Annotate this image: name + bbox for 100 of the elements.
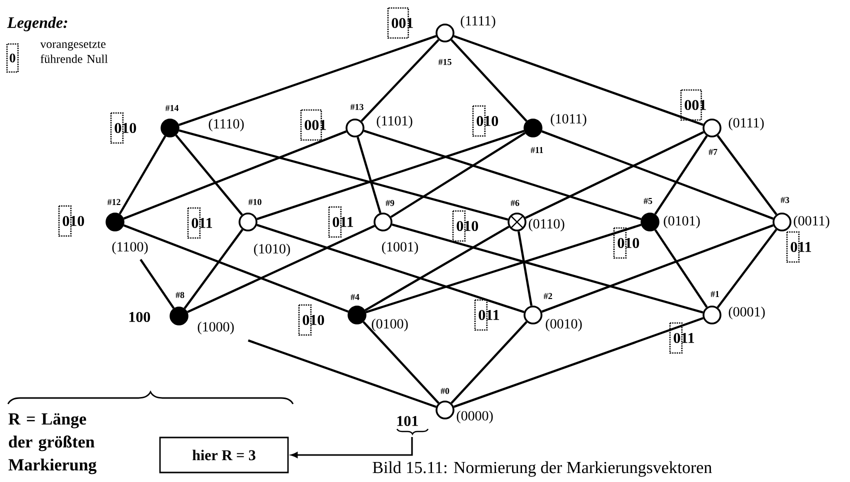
edge-line [390, 132, 526, 218]
marking: 011 [474, 299, 500, 331]
vector-label: (1110) [208, 118, 244, 132]
vertex-circle [508, 212, 526, 232]
vector-label: (0100) [372, 318, 408, 332]
vertex-circle [436, 24, 454, 42]
edge-line [525, 131, 704, 219]
vertex-number: #11 [530, 147, 544, 153]
vertex-circle [702, 118, 722, 138]
vector-label: (1100) [112, 242, 148, 254]
edge-line [392, 224, 704, 314]
edge-line [541, 224, 774, 313]
edge-line [450, 321, 528, 404]
edge-line [654, 229, 708, 308]
vertex-circle [106, 212, 124, 232]
vertex-number: #14 [165, 105, 179, 111]
vector-label: (1101) [376, 116, 412, 128]
edge-line [454, 317, 704, 408]
vector-label: (1111) [460, 16, 496, 28]
marking: 001 [387, 7, 413, 39]
vertex-number: #7 [708, 149, 718, 155]
edge-line [178, 35, 436, 126]
vector-label: (0101) [664, 216, 700, 228]
edge-line [123, 224, 349, 313]
vertex-circle [238, 212, 258, 232]
edge-line [364, 226, 510, 312]
vector-label: (0111) [728, 118, 764, 130]
vertex-circle [346, 118, 364, 138]
edge-line [366, 224, 642, 314]
vertex-circle [348, 306, 366, 324]
vertex-circle [160, 118, 180, 138]
vector-label: (0011) [794, 216, 830, 228]
vertex-circle [772, 212, 792, 232]
marking: 010 [110, 112, 136, 144]
caption: Bild 15.11: Normierung der Markierungsvektoren [372, 461, 712, 477]
edge-line [450, 39, 528, 122]
edge-line [256, 130, 524, 220]
vertex-number: #8 [176, 292, 184, 298]
vertex-circle [640, 212, 660, 232]
edge-line [140, 258, 175, 309]
vertex-circle [170, 306, 188, 326]
marking: 001 [300, 109, 326, 141]
vertex-number: #2 [544, 293, 552, 299]
edge-line [356, 136, 382, 214]
vector-label: (0010) [546, 318, 582, 332]
legend-title: Legende: [7, 16, 68, 32]
marking: 010 [452, 210, 478, 242]
edge-line [654, 135, 708, 215]
vertex-number: #10 [248, 198, 262, 206]
legend-sample: 0 [6, 43, 19, 73]
edge-line [364, 130, 642, 220]
marking: 011 [786, 231, 812, 263]
result-box: hier R = 3 [159, 436, 289, 474]
edge-line [518, 231, 532, 306]
vertex-circle [374, 212, 392, 232]
vertex-circle [702, 306, 722, 324]
edge-line [716, 134, 778, 216]
edge-line [248, 339, 436, 408]
arrow [291, 437, 413, 458]
vector-label: (0110) [528, 218, 564, 232]
marking: 010 [58, 205, 84, 237]
edge-line [716, 228, 778, 308]
marking: 010 [472, 105, 498, 137]
vertex-circle [436, 400, 454, 420]
marking: 011 [669, 322, 694, 354]
vertex-number: #4 [350, 294, 360, 300]
edge-line [184, 228, 244, 310]
edge-line [175, 134, 243, 216]
marking: 010 [298, 304, 324, 336]
vector-label: (1001) [382, 242, 418, 254]
marking: 100 [129, 312, 150, 322]
marking: 101 [397, 416, 418, 426]
vector-label: (1010) [254, 244, 290, 256]
vector-label: (1000) [198, 322, 234, 334]
edge-line [454, 35, 704, 126]
vertex-number: #0 [440, 388, 450, 394]
marking: 011 [328, 206, 354, 238]
edge-line [360, 39, 440, 122]
vertex-number: #6 [510, 200, 520, 206]
vertex-number: #3 [780, 196, 790, 203]
marking: 001 [680, 89, 706, 121]
edge-line [118, 136, 166, 214]
vertex-number: #9 [386, 200, 394, 206]
edge-line [541, 130, 774, 220]
vector-label: (1011) [550, 114, 586, 126]
definition-text: R = Länge der größten Markierung [8, 413, 96, 474]
marking: 010 [613, 227, 640, 259]
edge-line [256, 224, 524, 314]
vertex-circle [524, 118, 542, 138]
vertex-number: #13 [350, 104, 364, 110]
edge-line [187, 224, 375, 314]
vertex-number: #5 [644, 198, 652, 204]
edge-line [178, 129, 508, 221]
vertex-number: #15 [438, 59, 452, 65]
marking: 011 [187, 207, 212, 239]
edge-line [362, 321, 440, 404]
vertex-circle [524, 306, 542, 324]
vertex-number: #12 [107, 199, 120, 205]
legend-text: vorangesetzte führende Null [40, 41, 108, 63]
vector-label: (0001) [728, 306, 765, 320]
